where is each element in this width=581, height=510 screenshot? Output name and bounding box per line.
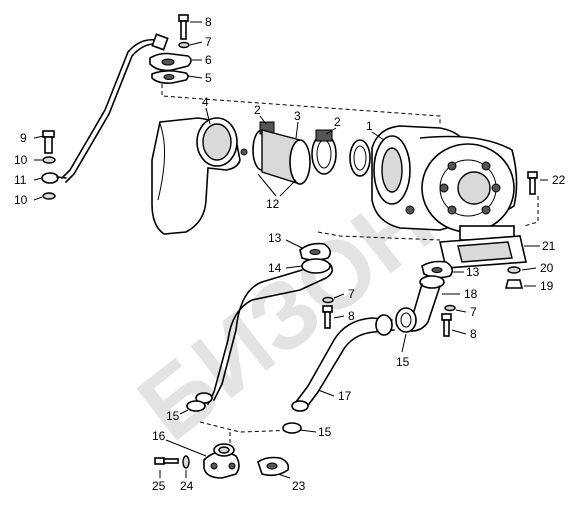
callout-10-top: 10 [14, 153, 28, 167]
callout-3: 3 [294, 109, 301, 123]
callout-21: 21 [542, 239, 556, 253]
callout-2-left: 2 [254, 103, 261, 117]
callout-23: 23 [292, 479, 306, 493]
callout-17: 17 [338, 389, 352, 403]
part-bolt-8-mid [322, 305, 333, 329]
part-flange-6-top [149, 52, 192, 72]
part-flange-13-right [421, 260, 454, 279]
part-oring-15-left [186, 400, 206, 412]
part-intake-elbow-4 [151, 117, 241, 235]
callout-22: 22 [552, 173, 566, 187]
part-washer-7-top [178, 41, 190, 49]
part-bolt-8-right [441, 313, 452, 337]
callout-24: 24 [180, 479, 194, 493]
dashed-line-oil-flange [161, 84, 441, 124]
part-oil-feed-pipe [61, 33, 169, 183]
part-pipe-17 [291, 314, 395, 412]
part-fitting-16 [203, 443, 240, 479]
callout-7-mid: 7 [348, 287, 355, 301]
part-bolt-8-top [178, 14, 189, 40]
leader-12a [257, 173, 277, 197]
callout-8-right: 8 [470, 327, 477, 341]
callout-14: 14 [268, 261, 282, 275]
callout-4: 4 [202, 95, 209, 109]
part-gasket-23 [257, 456, 290, 477]
part-gasket-21 [439, 235, 527, 269]
part-turbocharger-1 [371, 125, 518, 241]
callout-7: 7 [205, 35, 212, 49]
callout-15-right: 15 [396, 355, 410, 369]
callout-19: 19 [540, 279, 554, 293]
callout-7-right: 7 [470, 305, 477, 319]
part-washer-7-mid [322, 296, 334, 304]
part-bolt-22 [527, 171, 538, 195]
callout-12: 12 [266, 197, 280, 211]
callout-labels: 8 7 6 5 4 2 3 2 1 9 10 11 10 12 22 13 14… [14, 15, 566, 493]
part-nut-19 [504, 279, 524, 289]
part-oring-15-right [395, 307, 417, 333]
part-hose-3 [261, 129, 311, 185]
callout-25: 25 [152, 479, 166, 493]
callout-5: 5 [205, 71, 212, 85]
callout-20: 20 [540, 261, 554, 275]
callout-1: 1 [366, 119, 373, 133]
callout-2-right: 2 [334, 115, 341, 129]
part-washer-24 [182, 455, 190, 469]
part-bolt-25 [154, 457, 179, 465]
callout-13-left: 13 [268, 231, 282, 245]
callout-15-bottom: 15 [318, 425, 332, 439]
part-banjo-11 [41, 172, 67, 184]
part-flange-13-left [299, 242, 332, 261]
part-washer-7-right [444, 304, 456, 312]
callout-11: 11 [14, 173, 27, 187]
callout-16: 16 [152, 429, 166, 443]
callout-13-right: 13 [466, 265, 480, 279]
leader-12b [279, 179, 297, 197]
callout-18: 18 [464, 287, 478, 301]
part-bolt-12-left [240, 148, 248, 156]
callout-8: 8 [205, 15, 212, 29]
part-pipe-14 [195, 258, 334, 405]
callout-6: 6 [205, 53, 212, 67]
part-washer-20 [507, 266, 521, 274]
part-washer-10-top [42, 156, 56, 164]
part-oring-15-bottom [282, 422, 302, 434]
callout-15-left: 15 [166, 409, 180, 423]
part-bolt-9 [42, 130, 55, 154]
dashed-line-bolt-22 [523, 196, 539, 227]
leader-lines [33, 21, 548, 479]
part-clamp-2-right [311, 129, 337, 175]
callout-9: 9 [20, 131, 27, 145]
callout-10-bottom: 10 [14, 193, 28, 207]
part-ring [349, 139, 371, 177]
part-washer-10-bottom [42, 192, 56, 200]
callout-8-mid: 8 [348, 309, 355, 323]
dashed-line-drain [317, 231, 441, 241]
part-gasket-5-top [151, 70, 189, 84]
